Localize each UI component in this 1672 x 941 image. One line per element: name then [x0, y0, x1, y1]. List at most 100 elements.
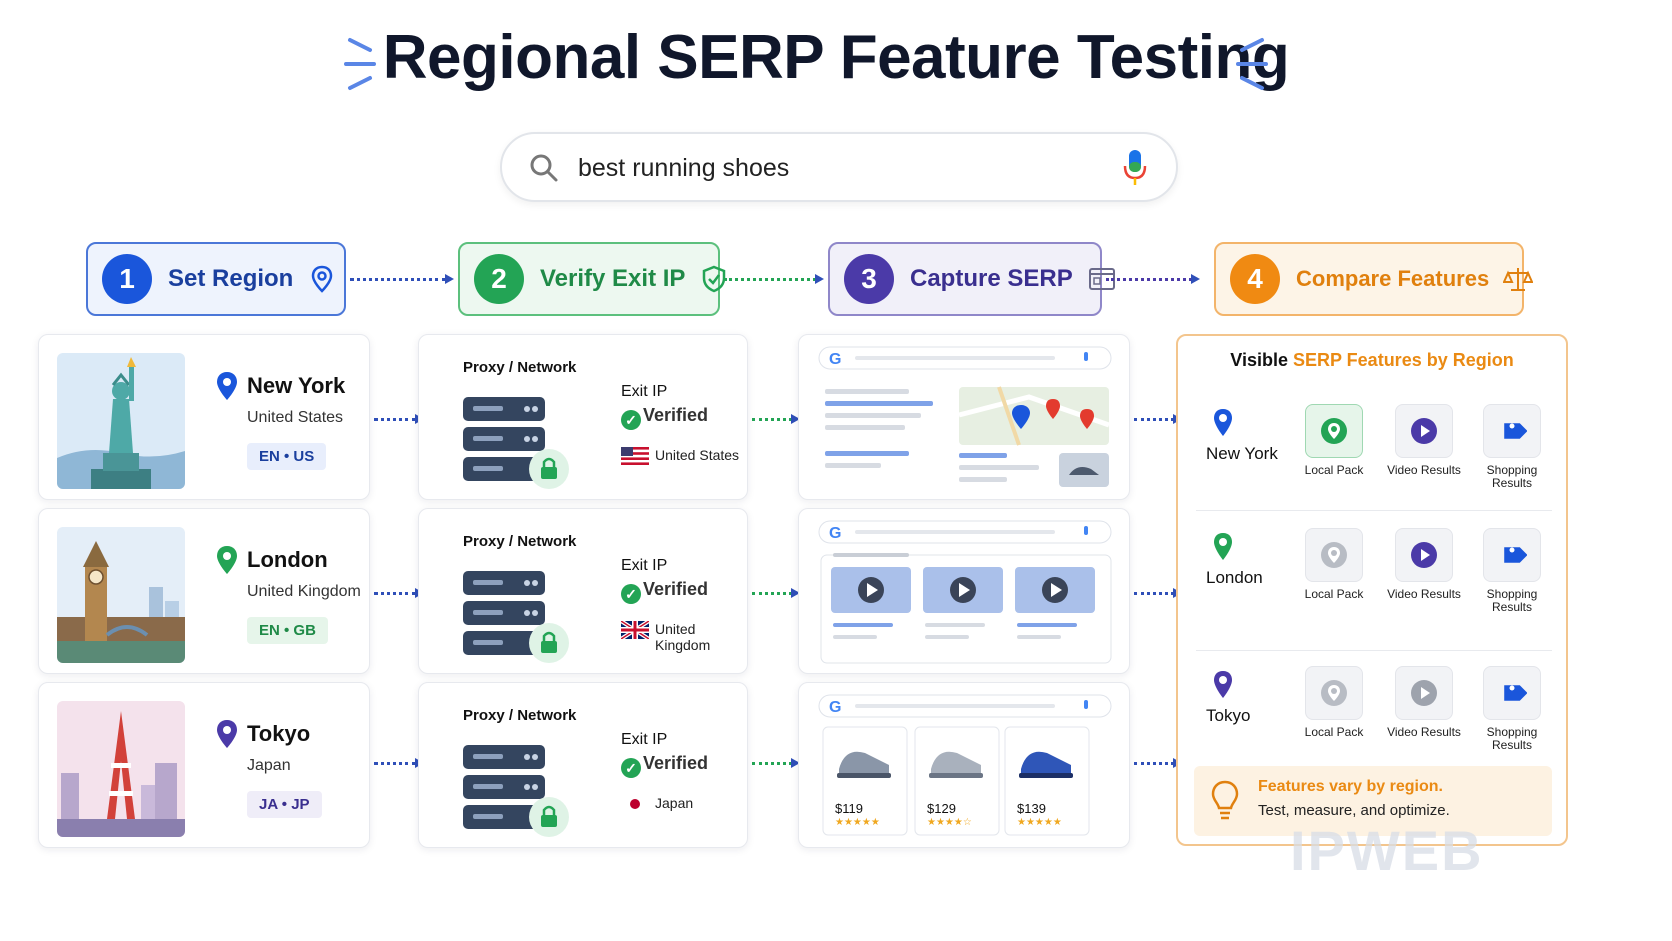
svg-text:★★★★☆: ★★★★☆ — [927, 817, 972, 828]
svg-text:G: G — [829, 351, 841, 368]
server-lock-icon — [463, 571, 569, 663]
country-name: United Kingdom — [247, 583, 361, 600]
tip-box: Features vary by region. Test, measure, … — [1194, 766, 1552, 836]
language-badge: EN • GB — [247, 617, 328, 644]
location-pin-icon — [1214, 671, 1232, 698]
connector-arrow — [752, 414, 800, 424]
us-flag-icon — [621, 447, 649, 465]
big-ben-image — [57, 527, 185, 663]
local-pack-icon — [1321, 542, 1347, 568]
feature-row-city: London — [1206, 568, 1263, 587]
step-capture-serp[interactable]: 3 Capture SERP — [828, 242, 1115, 316]
location-pin-icon — [217, 546, 237, 574]
shopping-tag-icon — [1504, 423, 1527, 439]
feature-shopping-results: Shopping Results — [1470, 666, 1554, 752]
connector-arrow — [1134, 758, 1182, 768]
svg-text:★★★★★: ★★★★★ — [1017, 817, 1062, 828]
proxy-card-jp: Proxy / Network Exit IP ✓ Verified Japan — [418, 682, 748, 848]
city-name: New York — [247, 373, 346, 398]
proxy-network-label: Proxy / Network — [463, 359, 577, 376]
server-lock-icon — [463, 397, 569, 489]
connector-arrow — [1134, 588, 1182, 598]
connector-arrow — [1106, 274, 1200, 284]
check-icon: ✓ — [621, 758, 641, 778]
language-badge: EN • US — [247, 443, 327, 470]
verified-label: Verified — [643, 579, 709, 599]
serp-mock-shopping: G ★★★★★ ★★★★☆ ★★★★★ $119 $129 $139 — [798, 682, 1130, 848]
connector-arrow — [350, 274, 454, 284]
proxy-card-uk: Proxy / Network Exit IP ✓ Verified Unite… — [418, 508, 748, 674]
local-pack-icon — [1321, 418, 1347, 444]
step-number: 4 — [1230, 254, 1280, 304]
serp-mock-local: G — [798, 334, 1130, 500]
local-pack-icon — [1321, 680, 1347, 706]
location-pin-icon — [312, 265, 333, 293]
city-name: Tokyo — [247, 721, 311, 746]
serp-video-results-mock: G — [818, 520, 1112, 664]
feature-shopping-results: Shopping Results — [1470, 528, 1554, 614]
tip-text: Test, measure, and optimize. — [1258, 802, 1450, 819]
step-label: Verify Exit IP — [540, 265, 686, 292]
statue-of-liberty-image — [57, 353, 185, 489]
step-label: Compare Features — [1296, 266, 1490, 291]
region-card-london: London United Kingdom EN • GB — [38, 508, 370, 674]
shopping-tag-icon — [1504, 685, 1527, 701]
proxy-network-label: Proxy / Network — [463, 533, 577, 550]
sparkle-right-icon — [1236, 38, 1268, 90]
language-badge: JA • JP — [247, 791, 322, 818]
feature-row-new-york: New York Local Pack Video Results Shoppi… — [1196, 400, 1556, 520]
svg-text:G: G — [829, 699, 841, 716]
country-name: United States — [247, 409, 344, 426]
feature-row-city: Tokyo — [1206, 706, 1251, 725]
feature-local-pack: Local Pack — [1292, 666, 1376, 739]
feature-video-results: Video Results — [1382, 528, 1466, 601]
region-card-new-york: New York United States EN • US — [38, 334, 370, 500]
connector-arrow — [374, 758, 424, 768]
region-card-tokyo: Tokyo Japan JA • JP — [38, 682, 370, 848]
step-verify-exit-ip[interactable]: 2 Verify Exit IP — [458, 242, 726, 316]
search-icon — [530, 154, 558, 182]
tip-title: Features vary by region. — [1258, 778, 1443, 795]
lightbulb-icon — [1211, 780, 1239, 820]
serp-shopping-mock: G ★★★★★ ★★★★☆ ★★★★★ — [818, 694, 1112, 836]
search-bar[interactable]: best running shoes — [500, 132, 1178, 202]
step-label: Set Region — [168, 265, 294, 292]
connector-arrow — [724, 274, 824, 284]
step-set-region[interactable]: 1 Set Region — [86, 242, 346, 316]
japan-flag-icon — [621, 795, 649, 813]
proxy-card-us: Proxy / Network Exit IP ✓ Verified Unite… — [418, 334, 748, 500]
microphone-icon[interactable] — [1122, 148, 1148, 188]
shopping-tag-icon — [1504, 547, 1527, 563]
feature-local-pack: Local Pack — [1292, 404, 1376, 477]
panel-title: Visible SERP Features by Region — [1230, 350, 1514, 370]
location-pin-icon — [1214, 533, 1232, 560]
connector-arrow — [752, 588, 800, 598]
exit-country: United Kingdom — [655, 621, 711, 653]
exit-country: United States — [655, 447, 740, 463]
exit-ip-label: Exit IP — [621, 557, 668, 574]
location-pin-icon — [1214, 409, 1232, 436]
connector-arrow — [374, 414, 424, 424]
uk-flag-icon — [621, 621, 649, 639]
svg-text:G: G — [829, 525, 841, 542]
scale-icon — [1503, 268, 1534, 291]
video-icon — [1411, 418, 1437, 444]
exit-ip-label: Exit IP — [621, 383, 668, 400]
verified-label: Verified — [643, 753, 709, 773]
features-by-region-panel: Visible SERP Features by Region New York… — [1176, 334, 1568, 846]
step-compare-features[interactable]: 4 Compare Features — [1214, 242, 1534, 316]
check-icon: ✓ — [621, 584, 641, 604]
watermark-logo: IPWEB — [1290, 819, 1484, 882]
product-price: $119 — [835, 801, 863, 816]
feature-video-results: Video Results — [1382, 404, 1466, 477]
search-query[interactable]: best running shoes — [578, 154, 790, 182]
connector-arrow — [374, 588, 424, 598]
feature-row-london: London Local Pack Video Results Shopping… — [1196, 524, 1556, 644]
product-price: $139 — [1017, 801, 1046, 816]
sparkle-left-icon — [344, 38, 376, 90]
city-name: London — [247, 547, 328, 572]
step-number: 3 — [844, 254, 894, 304]
location-pin-icon — [217, 372, 237, 400]
step-label: Capture SERP — [910, 265, 1073, 292]
feature-shopping-results: Shopping Results — [1470, 404, 1554, 490]
